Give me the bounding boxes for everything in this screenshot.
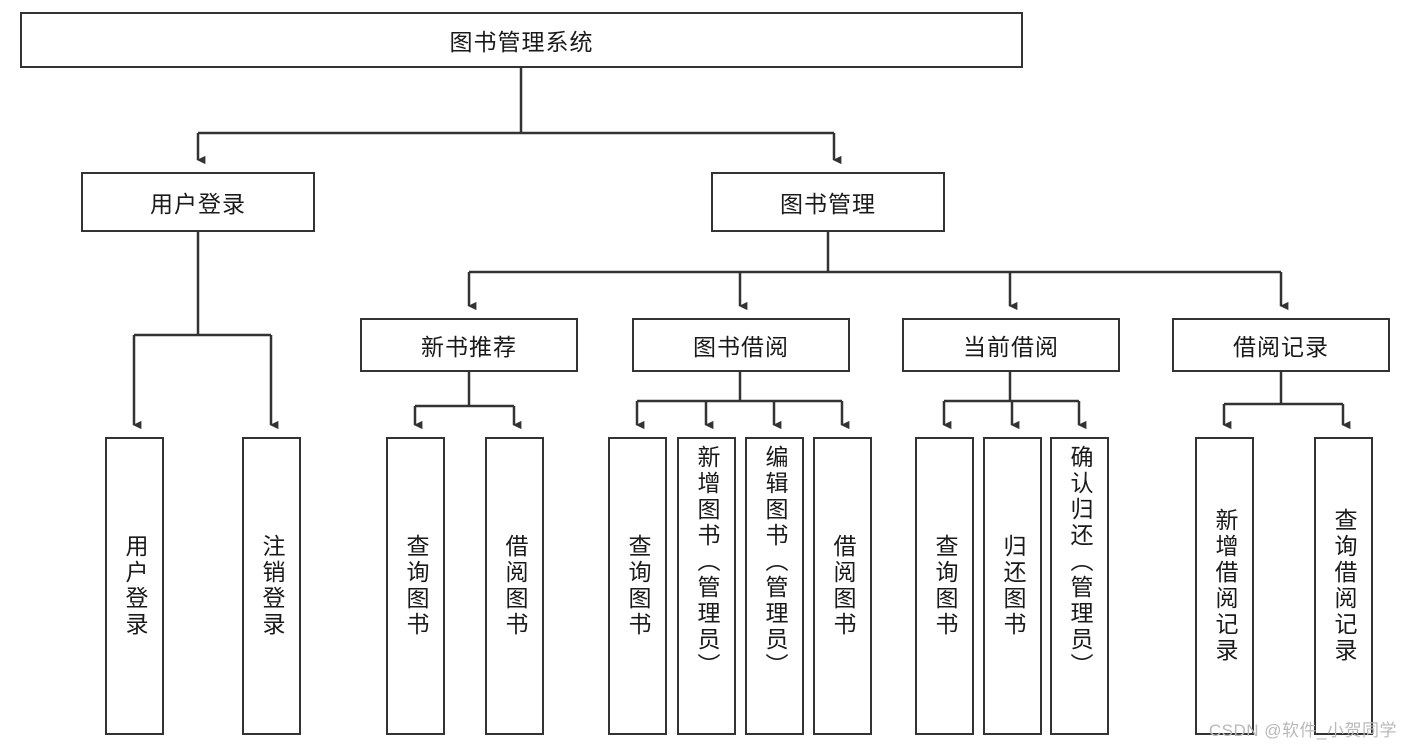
node-leaf-borrow-book-label: 借阅图书 — [830, 534, 856, 638]
node-leaf-borrow-book-rec[interactable]: 借阅图书 — [485, 437, 544, 735]
node-user-login[interactable]: 用户登录 — [81, 172, 315, 232]
node-leaf-edit-book[interactable]: 编辑图书（管理员） — [745, 437, 804, 735]
node-current-borrow-label: 当前借阅 — [963, 334, 1059, 360]
node-leaf-add-record[interactable]: 新增借阅记录 — [1195, 437, 1254, 735]
node-leaf-logout-label: 注销登录 — [259, 534, 285, 638]
node-current-borrow[interactable]: 当前借阅 — [902, 318, 1120, 372]
node-leaf-query-book-cur-label: 查询图书 — [932, 534, 958, 638]
node-leaf-user-login-label: 用户登录 — [122, 534, 148, 638]
node-leaf-add-record-label: 新增借阅记录 — [1212, 508, 1238, 664]
node-leaf-confirm-return[interactable]: 确认归还（管理员） — [1050, 437, 1109, 735]
node-leaf-return-book-label: 归还图书 — [1000, 534, 1026, 638]
node-leaf-query-book-rec-label: 查询图书 — [403, 534, 429, 638]
node-leaf-query-book-cur[interactable]: 查询图书 — [915, 437, 974, 735]
node-leaf-borrow-book[interactable]: 借阅图书 — [813, 437, 872, 735]
node-leaf-add-book-label: 新增图书（管理员） — [694, 445, 720, 679]
node-root[interactable]: 图书管理系统 — [20, 12, 1023, 68]
node-root-label: 图书管理系统 — [449, 29, 594, 55]
node-borrow-record-label: 借阅记录 — [1233, 334, 1329, 360]
node-leaf-user-login[interactable]: 用户登录 — [105, 437, 164, 735]
node-leaf-query-record[interactable]: 查询借阅记录 — [1314, 437, 1373, 735]
node-book-manage[interactable]: 图书管理 — [711, 172, 945, 232]
node-leaf-edit-book-label: 编辑图书（管理员） — [762, 445, 788, 679]
node-leaf-borrow-book-rec-label: 借阅图书 — [502, 534, 528, 638]
watermark-text: CSDN @软件_小贺同学 — [1208, 721, 1397, 740]
node-user-login-label: 用户登录 — [150, 191, 246, 217]
node-book-borrow-label: 图书借阅 — [693, 334, 789, 360]
node-book-borrow[interactable]: 图书借阅 — [632, 318, 850, 372]
node-borrow-record[interactable]: 借阅记录 — [1172, 318, 1390, 372]
node-leaf-query-book-rec[interactable]: 查询图书 — [386, 437, 445, 735]
node-leaf-query-book-borrow[interactable]: 查询图书 — [608, 437, 667, 735]
node-leaf-add-book[interactable]: 新增图书（管理员） — [677, 437, 736, 735]
node-new-book-rec[interactable]: 新书推荐 — [360, 318, 578, 372]
node-book-manage-label: 图书管理 — [780, 191, 876, 217]
node-new-book-rec-label: 新书推荐 — [421, 334, 517, 360]
node-leaf-logout[interactable]: 注销登录 — [242, 437, 301, 735]
node-leaf-query-record-label: 查询借阅记录 — [1331, 508, 1357, 664]
node-leaf-return-book[interactable]: 归还图书 — [983, 437, 1042, 735]
node-leaf-confirm-return-label: 确认归还（管理员） — [1067, 445, 1093, 679]
node-leaf-query-book-borrow-label: 查询图书 — [625, 534, 651, 638]
